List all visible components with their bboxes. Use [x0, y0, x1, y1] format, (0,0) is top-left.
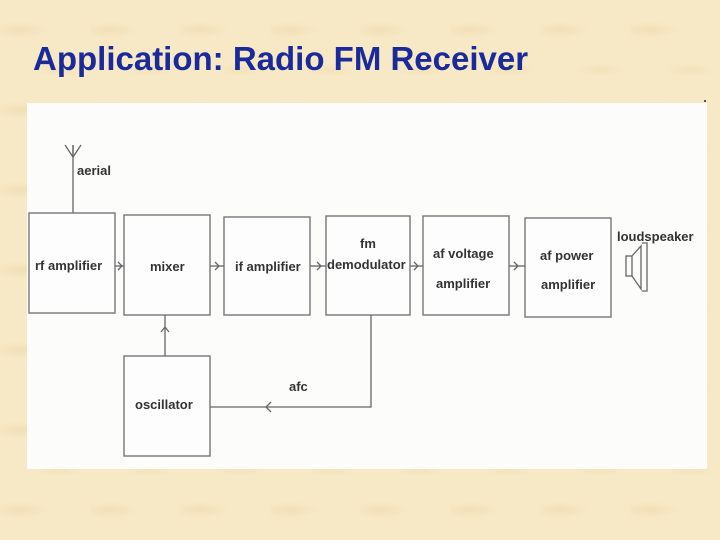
af-power-amplifier-block	[524, 217, 612, 318]
fm-demodulator-label-1: fm	[360, 236, 376, 251]
signal-arrows	[115, 261, 525, 271]
oscillator-label: oscillator	[135, 397, 193, 412]
loudspeaker-label: loudspeaker	[617, 229, 694, 244]
af-voltage-amplifier-block	[422, 215, 510, 316]
aerial-label: aerial	[77, 163, 111, 178]
mixer-block	[123, 214, 211, 316]
loudspeaker-icon	[625, 242, 648, 292]
oscillator-block	[123, 355, 211, 457]
aerial-antenna-icon	[64, 144, 82, 213]
stray-dot	[704, 100, 706, 102]
af-power-label-1: af power	[540, 248, 593, 263]
oscillator-to-mixer-line	[160, 315, 170, 356]
block-diagram-panel: aerial rf amplifier mixer if amplifier f…	[27, 103, 707, 469]
mixer-label: mixer	[150, 259, 185, 274]
slide-title: Application: Radio FM Receiver	[33, 40, 529, 77]
afc-feedback-line	[210, 315, 372, 413]
fm-receiver-block-diagram: aerial rf amplifier mixer if amplifier f…	[28, 144, 694, 457]
afc-label: afc	[289, 379, 308, 394]
af-power-label-2: amplifier	[541, 277, 595, 292]
fm-demodulator-label-2: demodulator	[327, 257, 406, 272]
af-voltage-label-2: amplifier	[436, 276, 490, 291]
af-voltage-label-1: af voltage	[433, 246, 494, 261]
rf-amplifier-label: rf amplifier	[35, 258, 102, 273]
if-amplifier-label: if amplifier	[235, 259, 301, 274]
rf-amplifier-block	[28, 212, 116, 314]
